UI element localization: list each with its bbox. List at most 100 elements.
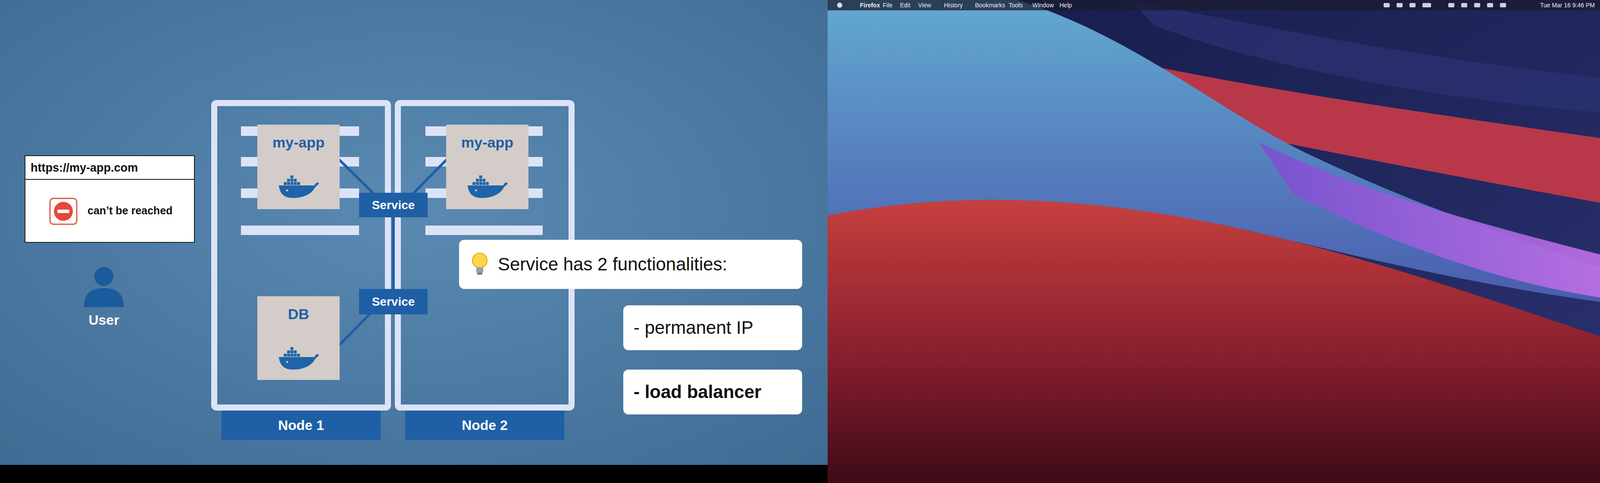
wallpaper-blue	[827, 0, 1600, 302]
status-icon	[1487, 3, 1494, 8]
browser-window: https://my-app.comcan’t be reached	[24, 155, 195, 243]
whale-container	[296, 181, 300, 185]
error-bar	[57, 209, 70, 213]
bulb-glass	[472, 253, 488, 268]
menu-item: Window	[1032, 1, 1054, 9]
whale-container	[290, 350, 294, 354]
status-icon	[1409, 3, 1416, 8]
node-name-bar: Node 1	[221, 410, 381, 440]
service-box: Service	[359, 192, 428, 218]
app-pod: my-app	[446, 124, 529, 210]
whale-container	[287, 181, 291, 185]
status-icon	[1422, 3, 1432, 8]
callout-box: Service has 2 functionalities:	[459, 239, 803, 289]
whale-container	[293, 178, 297, 182]
user-head	[94, 266, 114, 286]
menu-item: Bookmarks	[975, 1, 1006, 9]
status-icons	[1383, 3, 1507, 8]
callout-text: - load balancer	[623, 369, 803, 415]
bulb-tip	[477, 272, 483, 275]
status-icon	[1383, 3, 1390, 8]
app-pod: my-app	[257, 124, 340, 210]
whale-container	[287, 350, 291, 354]
error-frame	[50, 198, 77, 225]
callout-text: Service has 2 functionalities:	[459, 239, 803, 289]
whale-container	[479, 175, 483, 179]
docker-whale-icon	[278, 169, 320, 199]
browser-text: https://my-app.com	[25, 156, 194, 180]
menu-item: History	[943, 1, 963, 9]
whale-eye	[475, 189, 478, 192]
db-pod: DB	[257, 296, 340, 380]
service-link	[392, 217, 395, 289]
service-link	[339, 314, 370, 345]
whale-container	[293, 181, 297, 185]
whale-container	[287, 178, 291, 182]
stripe	[425, 225, 543, 235]
service-box: Service	[359, 288, 428, 315]
node-name-bar: Node 2	[405, 410, 565, 440]
service-text: Service	[359, 288, 428, 315]
service-text: Service	[359, 192, 428, 218]
callout-text: - permanent IP	[623, 305, 803, 350]
whale-eye	[286, 360, 289, 363]
whale-container	[290, 346, 294, 350]
menu-item: Tools	[1008, 1, 1023, 9]
user-icon	[84, 266, 124, 307]
lightbulb-icon	[470, 251, 490, 277]
menu-item: Edit	[900, 1, 911, 9]
browser-text: can’t be reached	[25, 179, 194, 241]
whale-container	[290, 181, 294, 185]
service-link	[339, 159, 373, 193]
callout-box: - load balancer	[623, 369, 803, 415]
whale-container	[290, 353, 294, 357]
menu-clock: Tue Mar 16 9:46 PM	[1540, 1, 1595, 9]
whale-container	[293, 353, 297, 357]
status-icon	[1474, 3, 1481, 8]
desktop-wallpaper	[827, 0, 1600, 483]
slide-background	[0, 0, 828, 465]
actor-label: User	[88, 312, 119, 329]
menu-item: View	[918, 1, 932, 9]
status-icon	[1448, 3, 1455, 8]
apple-logo	[837, 2, 843, 8]
pod-text: DB	[257, 296, 340, 323]
docker-whale-icon	[278, 340, 320, 371]
bulb-base	[476, 267, 484, 273]
pod-text: my-app	[446, 124, 529, 151]
whale-container	[482, 181, 486, 185]
menu-item: Firefox	[859, 1, 881, 9]
whale-container	[475, 181, 479, 185]
callout-box: - permanent IP	[623, 305, 803, 350]
whale-container	[283, 353, 287, 357]
menu-bar	[827, 0, 1600, 11]
whale-container	[482, 178, 486, 182]
whale-container	[283, 181, 287, 185]
stripe	[240, 225, 360, 235]
whale-container	[296, 353, 300, 357]
wallpaper-purple	[1258, 142, 1600, 298]
menu-item: Help	[1059, 1, 1072, 9]
whale-container	[475, 178, 479, 182]
error-icon	[49, 197, 78, 225]
user-body	[84, 287, 124, 307]
whale-container	[485, 181, 489, 185]
wallpaper-sky	[827, 0, 1600, 483]
pod-text: my-app	[257, 124, 340, 151]
whale-container	[479, 178, 483, 182]
slide-bottom-bar	[0, 464, 828, 483]
status-icon	[1461, 3, 1468, 8]
whale-container	[290, 178, 294, 182]
cluster-node: Node 1my-appDB	[211, 100, 391, 411]
status-icon	[1500, 3, 1507, 8]
whale-container	[293, 350, 297, 354]
whale-container	[479, 181, 483, 185]
docker-whale-icon	[466, 169, 509, 199]
whale-eye	[286, 189, 289, 192]
error-disc	[53, 201, 73, 221]
whale-container	[472, 181, 476, 185]
whale-container	[287, 353, 291, 357]
menu-item: File	[882, 1, 893, 9]
service-link	[413, 159, 447, 193]
whale-container	[290, 175, 294, 179]
